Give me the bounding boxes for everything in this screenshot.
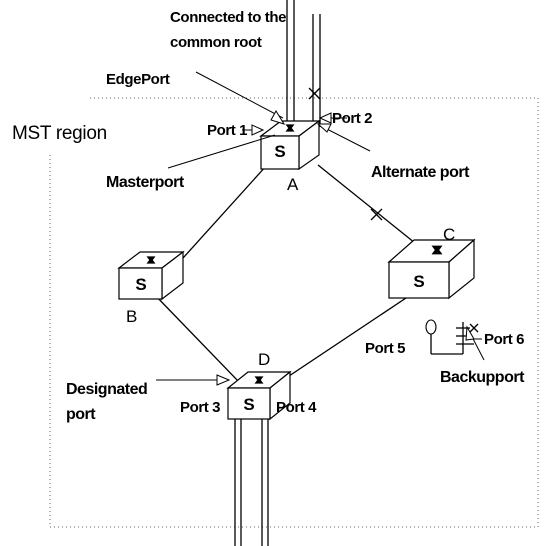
pointer-alternate bbox=[316, 123, 371, 152]
switch-d-label: D bbox=[258, 350, 270, 369]
edgeport-label: EdgePort bbox=[106, 71, 170, 88]
switch-b: S bbox=[117, 250, 185, 301]
port5-label: Port 5 bbox=[365, 340, 405, 357]
switch-b-icon: S bbox=[135, 275, 146, 294]
pointer-port1 bbox=[242, 124, 265, 136]
blocked-marker-a-c bbox=[370, 208, 383, 221]
mst-region-border bbox=[49, 97, 539, 528]
switch-b-label: B bbox=[126, 307, 137, 326]
alternate-port-label: Alternate port bbox=[371, 164, 470, 181]
port3-label: Port 3 bbox=[180, 399, 220, 416]
uplink-port2 bbox=[312, 14, 321, 127]
pointer-masterport bbox=[167, 134, 276, 169]
link-a-c bbox=[317, 164, 416, 244]
port1-label: Port 1 bbox=[207, 122, 247, 139]
switch-a: S bbox=[259, 119, 321, 171]
backupport-label: Backupport bbox=[440, 369, 525, 386]
uplink-port1 bbox=[286, 0, 295, 127]
masterport-label: Masterport bbox=[106, 174, 185, 191]
switch-d: S bbox=[226, 370, 292, 421]
mst-region-label: MST region bbox=[12, 123, 107, 144]
pointer-edgeport bbox=[195, 71, 286, 125]
switch-c-label: C bbox=[443, 225, 455, 244]
link-c-d bbox=[279, 289, 419, 383]
switch-a-icon: S bbox=[274, 142, 285, 161]
switch-c-icon: S bbox=[413, 272, 424, 291]
switch-d-icon: S bbox=[243, 395, 254, 414]
root-label-line2: common root bbox=[170, 34, 262, 51]
port4-label: Port 4 bbox=[276, 399, 317, 416]
root-label-line1: Connected to the bbox=[170, 9, 286, 26]
port6-label: Port 6 bbox=[484, 331, 524, 348]
link-b-d bbox=[151, 291, 241, 384]
pointer-designated bbox=[156, 374, 231, 386]
pointer-port2 bbox=[318, 112, 347, 124]
pointer-backupport bbox=[465, 325, 485, 361]
switch-a-label: A bbox=[287, 175, 299, 194]
switch-c: S bbox=[387, 238, 476, 300]
designated-label-line2: port bbox=[66, 406, 96, 423]
designated-label-line1: Designated bbox=[66, 381, 147, 398]
port2-label: Port 2 bbox=[332, 110, 372, 127]
blocked-marker-port2 bbox=[308, 87, 321, 100]
